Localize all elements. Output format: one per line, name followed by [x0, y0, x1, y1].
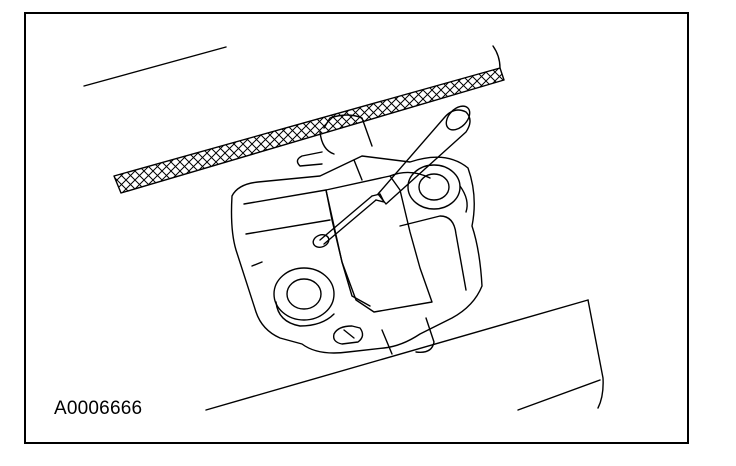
screwdriver-handle [377, 109, 471, 205]
right-mount-hole [418, 173, 450, 201]
upper-edge-line [83, 46, 227, 87]
plunger-block [325, 175, 433, 313]
upper-pin [323, 114, 373, 147]
lower-pin [332, 325, 364, 345]
screwdriver [319, 105, 471, 245]
lower-housing-right [587, 299, 604, 409]
right-mount-boss [407, 164, 461, 210]
lower-housing-right-edge [517, 379, 601, 411]
tensioner-body [230, 155, 483, 354]
lower-housing-edge [205, 299, 589, 411]
hatched-cover [113, 67, 505, 194]
cover-end [492, 45, 501, 69]
left-mount-boss [273, 267, 335, 321]
left-mount-hole [286, 278, 322, 310]
release-hole [312, 234, 330, 248]
figure-id-label: A0006666 [54, 398, 143, 419]
figure-frame [24, 12, 689, 444]
